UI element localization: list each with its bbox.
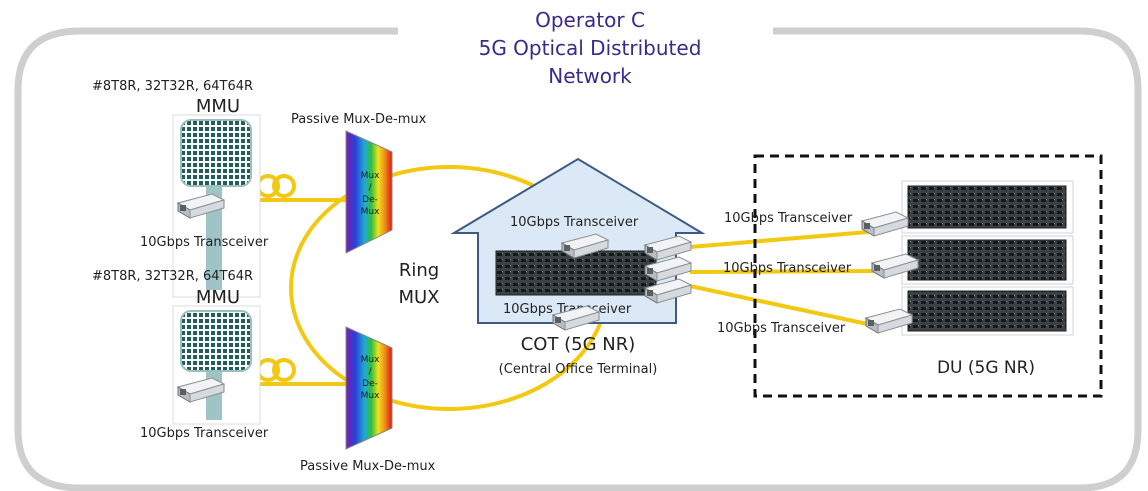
svg-text:De-: De- [362, 379, 378, 389]
mmu-bottom-transceiver-label: 10Gbps Transceiver [140, 426, 269, 441]
fiber-du-1 [689, 230, 869, 249]
title-line-3: Network [548, 64, 632, 88]
du-label: DU (5G NR) [937, 358, 1035, 378]
du-transceiver-2-label: 10Gbps Transceiver [723, 261, 852, 276]
du-unit-2 [907, 239, 1067, 281]
mmu-bottom-label: MMU [196, 287, 240, 308]
du-box [753, 154, 1103, 398]
mux-top-caption: Passive Mux-De-mux [291, 112, 427, 127]
cot-rack [495, 250, 657, 296]
mux-bottom-caption: Passive Mux-De-mux [300, 459, 436, 474]
du-unit-1 [907, 185, 1067, 229]
svg-text:/: / [368, 367, 372, 377]
mmu-top-transceiver-label: 10Gbps Transceiver [140, 235, 269, 250]
svg-text:Mux: Mux [361, 171, 380, 181]
outer-frame [14, 27, 1142, 491]
svg-text:Ring: Ring [399, 260, 439, 281]
ring-mux-label: Ring MUX [398, 260, 439, 308]
mmu-bottom-antenna-icon [180, 310, 252, 372]
svg-text:Mux: Mux [361, 391, 380, 401]
mmu-bottom: #8T8R, 32T32R, 64T64R MMU 10Gbps Transce… [92, 269, 269, 441]
du: 10Gbps Transceiver 10Gbps Transceiver 10… [717, 154, 1103, 398]
svg-text:De-: De- [362, 195, 378, 205]
mux-bottom: Mux / De- Mux Passive Mux-De-mux [300, 326, 436, 474]
mux-top: Passive Mux-De-mux Mux / De- Mux [291, 112, 427, 254]
mmu-bottom-config: #8T8R, 32T32R, 64T64R [92, 269, 253, 284]
du-unit-3 [907, 290, 1067, 332]
page-title: Operator C 5G Optical Distributed Networ… [440, 6, 740, 90]
mmu-top: #8T8R, 32T32R, 64T64R MMU 10Gbps Transce… [92, 79, 269, 298]
mmu-top-antenna-icon [180, 119, 252, 187]
fiber-du-3 [689, 284, 873, 327]
cot-label: COT (5G NR) [521, 334, 636, 355]
mmu-top-config: #8T8R, 32T32R, 64T64R [92, 79, 253, 94]
cot-sublabel: (Central Office Terminal) [499, 362, 658, 377]
svg-text:/: / [368, 183, 372, 193]
fiber-links [232, 165, 879, 411]
du-transceiver-3-label: 10Gbps Transceiver [717, 321, 846, 336]
title-line-1: Operator C [535, 8, 645, 32]
svg-text:MUX: MUX [398, 287, 439, 308]
svg-text:Mux: Mux [361, 207, 380, 217]
title-line-2: 5G Optical Distributed [478, 36, 702, 60]
cot: 10Gbps Transceiver 10Gbps Transceiver CO… [450, 157, 706, 377]
du-transceiver-1-icon [861, 211, 909, 237]
svg-text:Mux: Mux [361, 355, 380, 365]
fiber-du-2 [689, 269, 879, 274]
mmu-top-label: MMU [196, 96, 240, 117]
cot-transceiver-top-label: 10Gbps Transceiver [510, 215, 639, 230]
du-transceiver-1-label: 10Gbps Transceiver [724, 211, 853, 226]
cot-transceiver-bottom-label: 10Gbps Transceiver [503, 302, 632, 317]
